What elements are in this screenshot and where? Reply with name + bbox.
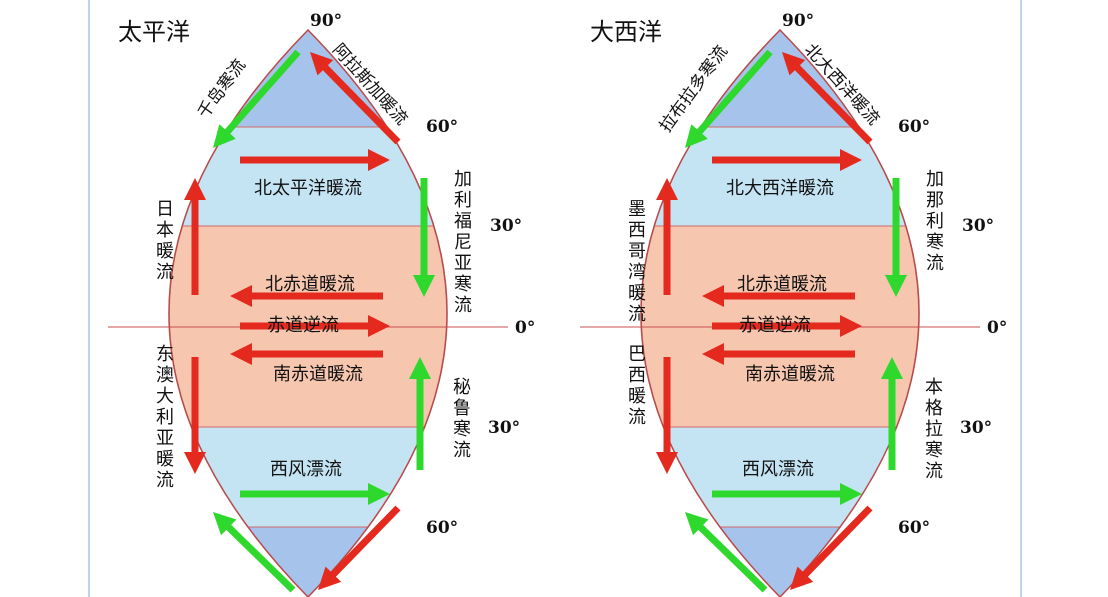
current-label-west-boundary-north: 日本暖流: [156, 199, 174, 283]
lat-label-30n: 30°: [962, 216, 994, 236]
current-label-east-boundary-south: 秘鲁寒流: [453, 377, 471, 461]
current-label-west-boundary-south: 东澳大利亚暖流: [156, 344, 174, 491]
current-label-north-drift: 北太平洋暖流: [254, 178, 362, 199]
polar-band-north: [641, 30, 919, 127]
current-arrow-warm: [702, 285, 855, 307]
right-border-line: [1020, 0, 1022, 597]
current-label-west-wind-drift: 西风漂流: [742, 459, 814, 480]
lat-label-90n: 90°: [310, 11, 342, 31]
current-label-west-wind-drift: 西风漂流: [270, 459, 342, 480]
temperate-band-north: [169, 127, 447, 226]
current-arrow-cold: [213, 49, 301, 149]
current-arrow-warm: [184, 357, 206, 474]
current-label-east-boundary-north: 加那利寒流: [926, 169, 944, 274]
current-arrow-warm: [702, 343, 855, 365]
ocean-outline: [640, 28, 920, 597]
lat-label-equator: 0°: [987, 318, 1007, 338]
current-arrow-warm: [712, 315, 862, 337]
current-label-east-boundary-north: 加利福尼亚寒流: [454, 169, 472, 316]
lat-label-30s: 30°: [960, 418, 992, 438]
lat-label-30s: 30°: [488, 418, 520, 438]
current-arrow-cold: [413, 178, 435, 297]
ocean-title: 大西洋: [590, 18, 662, 46]
current-arrow-warm: [782, 52, 873, 145]
current-arrow-warm: [656, 357, 678, 474]
lat-label-equator: 0°: [515, 318, 535, 338]
current-arrow-cold: [685, 49, 773, 149]
current-label-west-boundary-south: 巴西暖流: [628, 344, 646, 428]
lat-label-60n: 60°: [426, 117, 458, 137]
current-arrow-warm: [230, 285, 383, 307]
current-arrow-cold: [885, 178, 907, 297]
current-arrow-cold: [712, 483, 862, 505]
current-label-north-equatorial: 北赤道暖流: [737, 274, 827, 295]
current-label-south-equatorial: 南赤道暖流: [745, 364, 835, 385]
lat-label-60s: 60°: [426, 518, 458, 538]
current-label-equatorial-counter: 赤道逆流: [739, 315, 811, 336]
current-arrow-warm: [712, 149, 862, 171]
current-arrow-warm: [230, 343, 383, 365]
current-label-west-boundary-north: 墨西哥湾暖流: [628, 199, 646, 325]
lat-label-60n: 60°: [898, 117, 930, 137]
current-arrow-cold: [213, 512, 296, 593]
current-arrow-cold: [409, 357, 431, 470]
current-label-north-drift: 北大西洋暖流: [726, 178, 834, 199]
current-label-east-boundary-south: 本格拉寒流: [925, 377, 943, 482]
current-label-south-equatorial: 南赤道暖流: [273, 364, 363, 385]
temperate-band-north: [641, 127, 919, 226]
left-border-line: [88, 0, 90, 597]
polar-band-south: [641, 527, 919, 597]
ocean-outline: [168, 28, 448, 597]
current-arrow-warm: [318, 505, 401, 590]
polar-band-north: [169, 30, 447, 127]
current-label-equatorial-counter: 赤道逆流: [267, 315, 339, 336]
current-arrow-warm: [184, 178, 206, 295]
lat-label-30n: 30°: [490, 216, 522, 236]
current-arrow-warm: [656, 178, 678, 295]
ocean-title: 太平洋: [118, 18, 190, 46]
polar-band-south: [169, 527, 447, 597]
current-arrow-cold: [240, 483, 390, 505]
current-arrow-cold: [685, 512, 768, 593]
current-arrow-warm: [240, 149, 390, 171]
current-arrow-warm: [310, 52, 401, 145]
current-arrow-warm: [240, 315, 390, 337]
current-label-north-equatorial: 北赤道暖流: [265, 274, 355, 295]
lat-label-90n: 90°: [782, 11, 814, 31]
lat-label-60s: 60°: [898, 518, 930, 538]
current-arrow-warm: [790, 505, 873, 590]
current-arrow-cold: [881, 357, 903, 470]
